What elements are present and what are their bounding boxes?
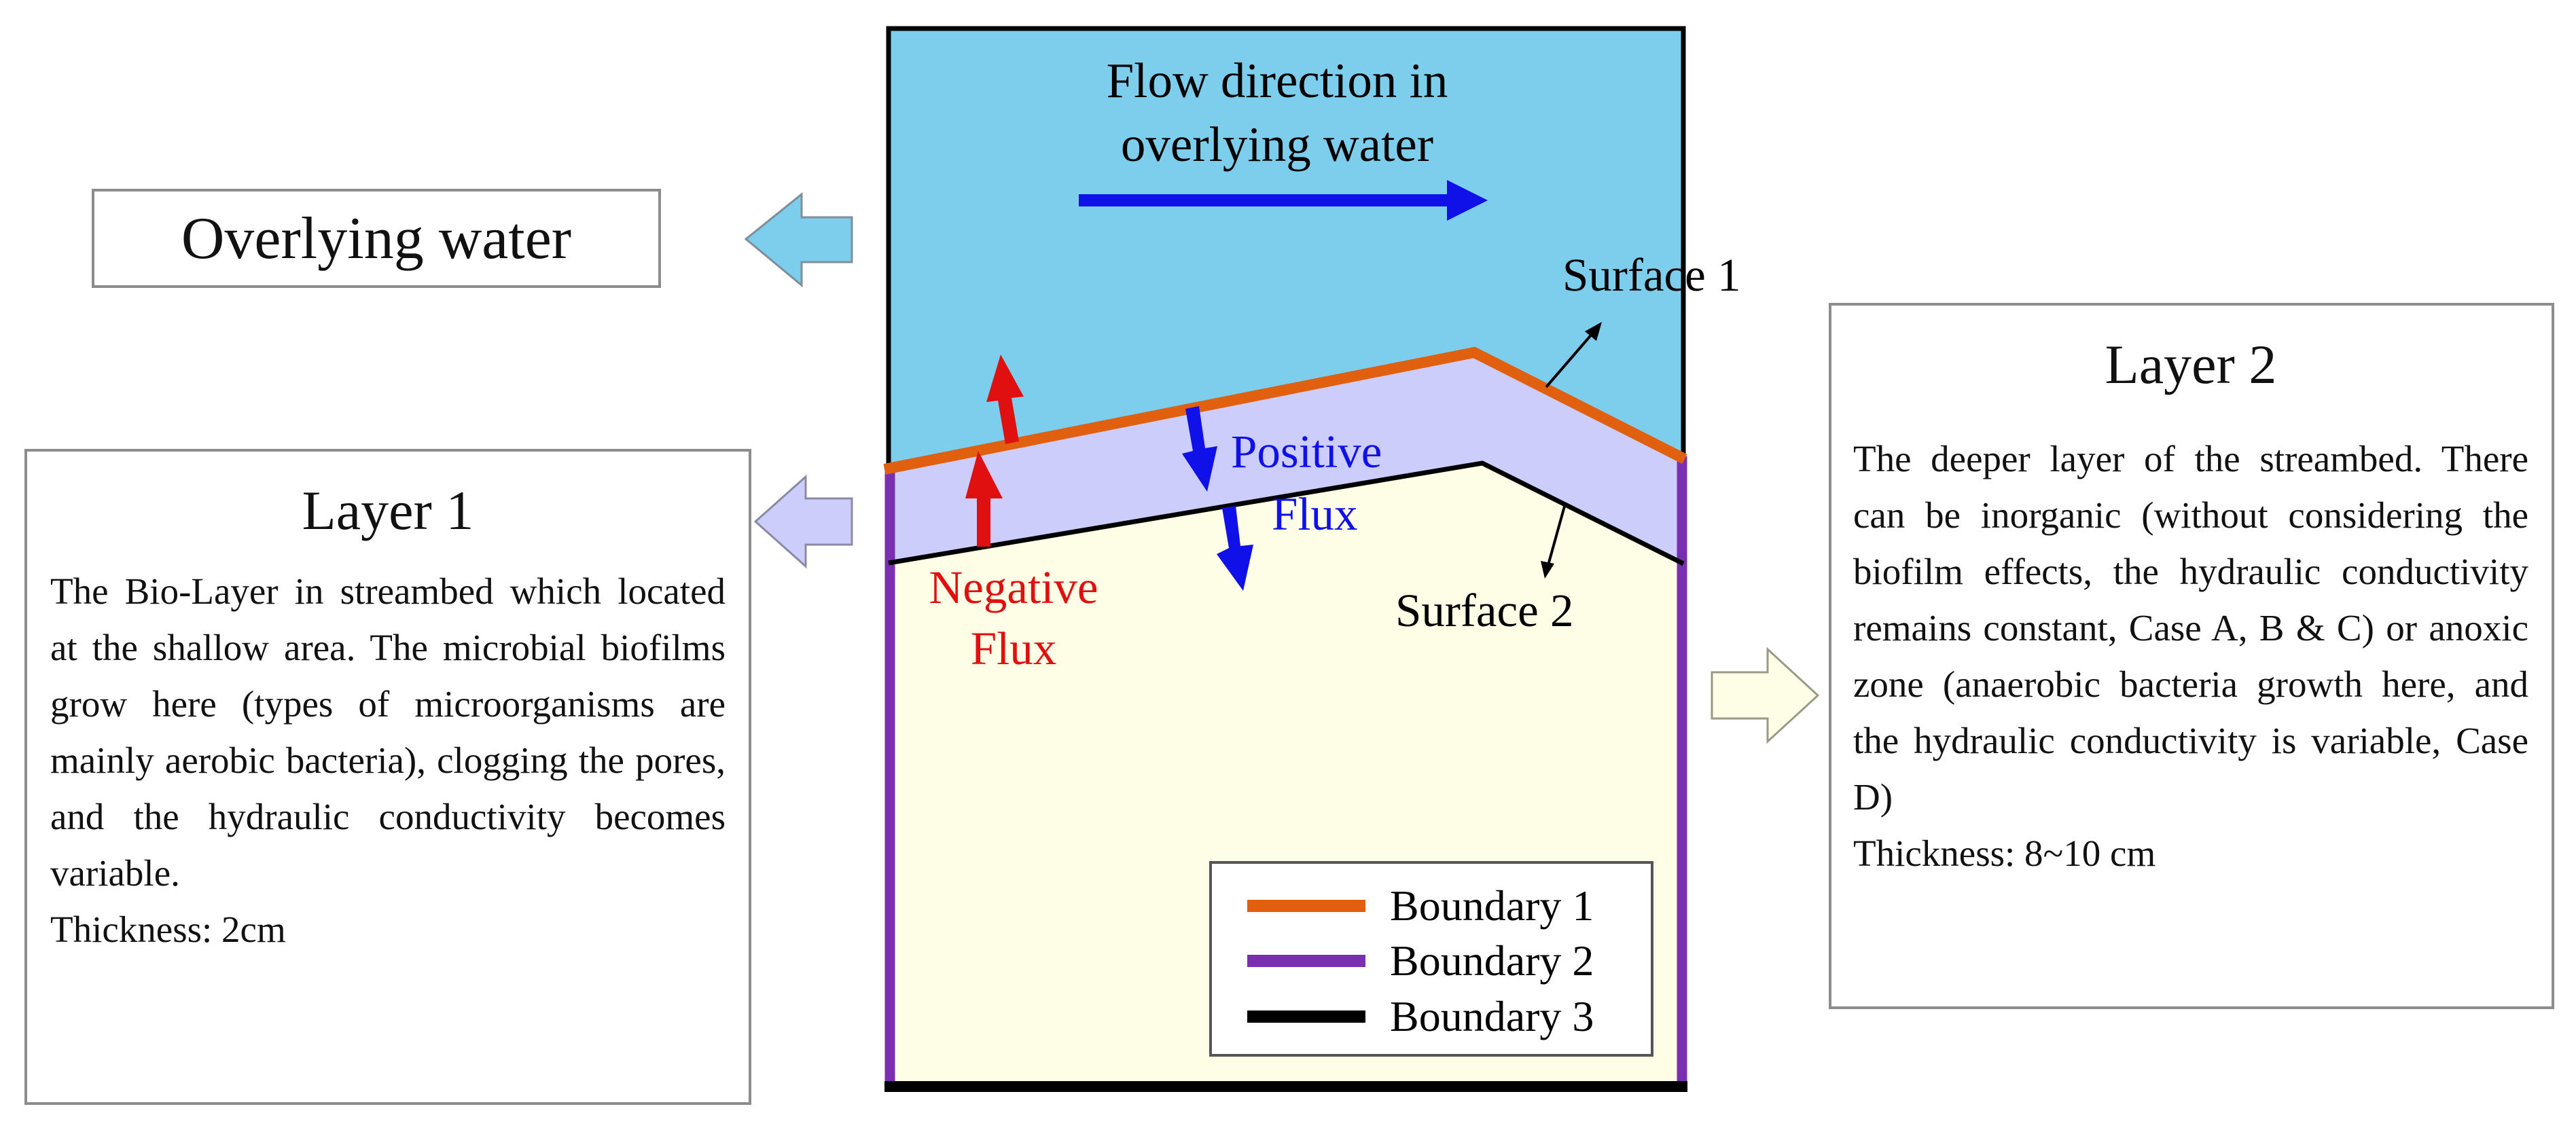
- biolayer-region: [889, 352, 1683, 564]
- water-box-outline: [886, 26, 1686, 469]
- legend: Boundary 1 Boundary 2 Boundary 3: [1209, 861, 1653, 1057]
- layer-2-title: Layer 2: [2105, 333, 2277, 395]
- positive-flux-arrow-1: [1182, 406, 1217, 492]
- negative-flux-arrow-2: [965, 451, 1003, 547]
- positive-flux-label-line2: Flux: [1272, 488, 1358, 540]
- negative-flux-arrow-1: [986, 354, 1024, 444]
- legend-label-boundary-3: Boundary 3: [1390, 992, 1594, 1040]
- surface-1-label: Surface 1: [1562, 249, 1740, 301]
- surface-2-line: [888, 460, 1685, 566]
- overlying-water-label-box: Overlying water: [92, 189, 661, 288]
- layer-2-description: The deeper layer of the streambed. There…: [1853, 438, 2528, 818]
- layer-1-box: Layer 1 The Bio-Layer in streambed which…: [24, 449, 751, 1105]
- layer-1-description: The Bio-Layer in streambed which located…: [50, 570, 726, 894]
- legend-label-boundary-2: Boundary 2: [1390, 936, 1594, 985]
- boundary-1-line: [883, 346, 1687, 475]
- overlying-water-region: [889, 29, 1683, 469]
- legend-label-boundary-1: Boundary 1: [1390, 881, 1594, 930]
- layer-2-thickness: Thickness: 8~10 cm: [1853, 833, 2156, 874]
- positive-flux-label-line1: Positive: [1231, 426, 1382, 477]
- negative-flux-label-line1: Negative: [929, 562, 1098, 613]
- surface-2-label: Surface 2: [1395, 585, 1573, 636]
- layer-2-box: Layer 2 The deeper layer of the streambe…: [1829, 303, 2554, 1009]
- surface-2-pointer: [1541, 503, 1567, 579]
- overlying-water-arrow: [744, 192, 853, 288]
- positive-flux-arrow-2: [1217, 506, 1253, 591]
- layer-1-arrow: [753, 474, 853, 569]
- flow-arrow: [1079, 180, 1488, 221]
- flow-direction-label-line2: overlying water: [1121, 117, 1433, 172]
- flow-direction-label-line1: Flow direction in: [1107, 53, 1448, 108]
- overlying-water-label: Overlying water: [181, 205, 572, 272]
- layer-1-title: Layer 1: [302, 479, 474, 541]
- layer-1-thickness: Thickness: 2cm: [50, 909, 286, 950]
- surface-1-pointer: [1545, 322, 1602, 388]
- layer-2-arrow: [1711, 646, 1820, 744]
- negative-flux-label-line2: Flux: [971, 623, 1057, 674]
